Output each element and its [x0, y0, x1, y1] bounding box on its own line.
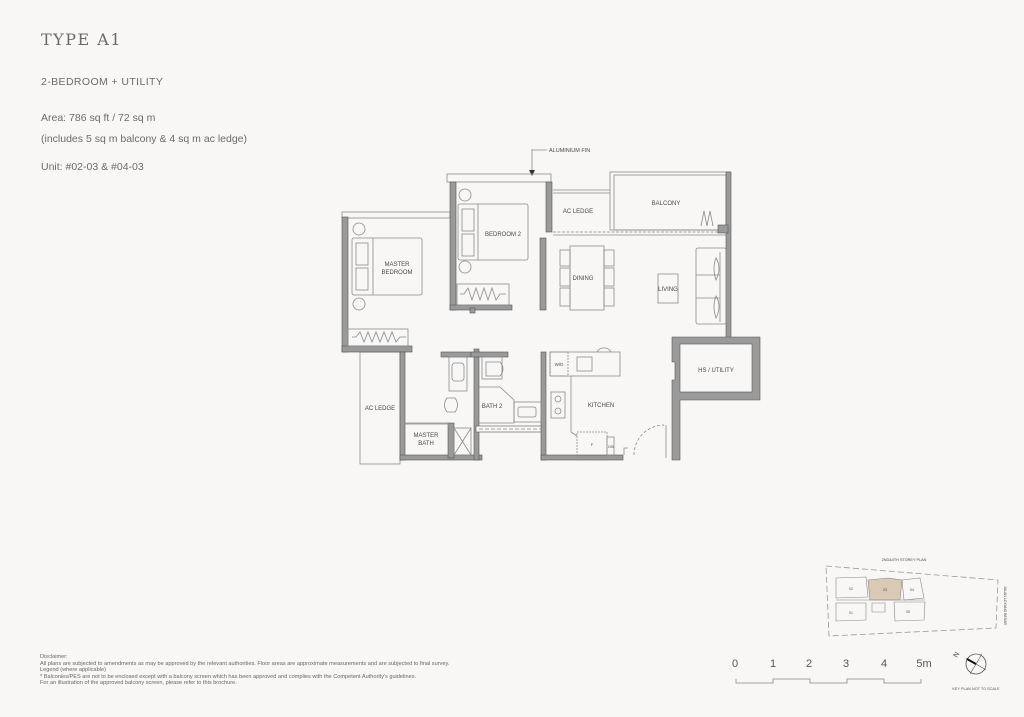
svg-text:3: 3: [843, 658, 849, 670]
svg-text:05: 05: [906, 610, 910, 614]
bedroom2-label: BEDROOM 2: [485, 232, 522, 238]
unit-02: [835, 576, 869, 599]
svg-text:0: 0: [732, 658, 738, 670]
master-bedroom-label-2: BEDROOM: [381, 270, 412, 276]
master-bath-label-2: BATH: [418, 441, 434, 447]
svg-text:5m: 5m: [916, 658, 931, 670]
disclaimer: Disclaimer: All plans are subjected to a…: [40, 654, 449, 687]
aluminium-fin-label: ALUMINIUM FIN: [549, 148, 590, 154]
walls: [341, 171, 761, 461]
kitchen-label: KITCHEN: [588, 403, 614, 409]
svg-text:02: 02: [849, 587, 853, 591]
area-info: Area: 786 sq ft / 72 sq m (includes 5 sq…: [41, 108, 247, 150]
disclaimer-line: Legend (where applicable): [40, 667, 106, 674]
svg-text:01: 01: [849, 611, 853, 615]
area-note: (includes 5 sq m balcony & 4 sq m ac led…: [41, 133, 248, 145]
unit-01: [835, 602, 867, 622]
key-plan-note: KEY PLAN NOT TO SCALE: [952, 687, 1000, 691]
disclaimer-line: * Balconies/PES are not to be enclosed e…: [40, 673, 417, 680]
disclaimer-heading: Disclaimer:: [40, 654, 68, 660]
unit-type: 2-BEDROOM + UTILITY: [41, 76, 164, 88]
living-label: LIVING: [658, 287, 678, 293]
road-label: JALAN LOYANG BESAR: [1003, 586, 1007, 626]
area-size: Area: 786 sq ft / 72 sq m: [41, 112, 156, 124]
unit-05: [893, 601, 926, 622]
ac-ledge-top-label: AC LEDGE: [563, 209, 593, 215]
bath2-label: BATH 2: [482, 404, 503, 410]
disclaimer-line: All plans are subjected to amendments as…: [40, 660, 450, 667]
db-label: DB: [608, 444, 614, 449]
master-bath-label-1: MASTER: [413, 433, 439, 439]
unit-03-highlighted: [867, 577, 903, 601]
fridge-label: F: [591, 442, 594, 447]
svg-text:04: 04: [910, 588, 914, 592]
floor-plan: ALUMINIUM FIN: [341, 148, 761, 465]
unit-numbers: Unit: #02-03 & #04-03: [41, 161, 144, 173]
unit-04: [901, 577, 925, 601]
svg-text:2: 2: [806, 658, 812, 670]
key-plan-title: 2ND&4TH STOREY PLAN: [882, 558, 927, 562]
svg-text:1: 1: [770, 658, 776, 670]
disclaimer-line: For an illustration of the approved balc…: [40, 680, 237, 687]
balcony-label: BALCONY: [652, 201, 681, 207]
svg-text:N: N: [953, 651, 962, 659]
hs-utility-label: HS / UTILITY: [698, 368, 734, 374]
dining-label: DINING: [573, 276, 594, 282]
wd-label: W/D: [555, 362, 564, 367]
scale-bar: 0 1 2 3 4 5m N KEY PLAN NOT TO SCALE: [732, 651, 1000, 691]
master-bedroom-label-1: MASTER: [384, 262, 410, 268]
key-plan: 2ND&4TH STOREY PLAN 02 03 04 01 05 JALAN…: [825, 558, 1007, 637]
compass-icon: N: [953, 651, 987, 675]
page-title: TYPE A1: [41, 30, 122, 49]
svg-text:4: 4: [881, 658, 887, 670]
svg-text:03: 03: [883, 588, 887, 592]
ac-ledge-side-label: AC LEDGE: [365, 406, 395, 412]
